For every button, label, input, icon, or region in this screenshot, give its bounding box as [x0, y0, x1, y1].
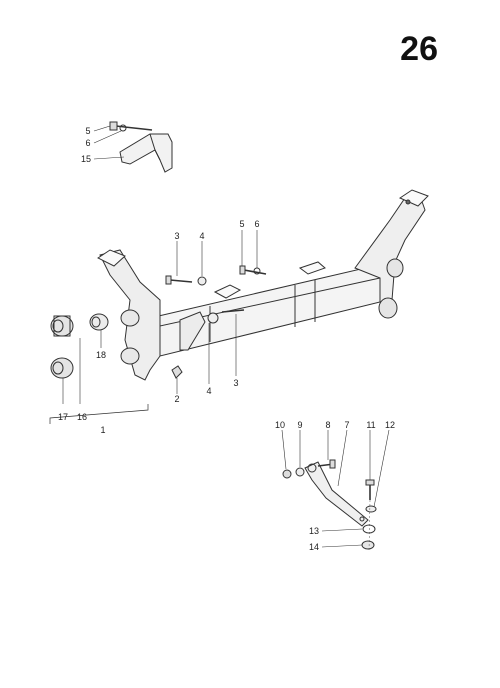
right-arm-bolt — [406, 200, 410, 204]
callout-10: 10 — [274, 420, 285, 430]
bracket-15 — [120, 134, 172, 172]
bolt-5-right-head — [240, 266, 245, 274]
leader-15 — [94, 157, 124, 159]
nut-2 — [172, 366, 182, 378]
callout-15: 15 — [80, 154, 91, 164]
top-mount-right — [300, 262, 325, 274]
leader-10 — [282, 430, 286, 469]
callout-14: 14 — [308, 542, 319, 552]
bushing-17-outer — [51, 358, 73, 378]
washer-6 — [120, 125, 126, 131]
bushing-17-inner — [53, 362, 63, 374]
leader-13 — [322, 529, 362, 531]
washer-9 — [296, 468, 304, 476]
callout-16: 16 — [76, 412, 87, 422]
ring-13 — [363, 525, 375, 533]
bolt-5-shank — [116, 126, 152, 130]
callout-2: 2 — [174, 394, 180, 404]
callout-4-upper: 4 — [199, 231, 205, 241]
callout-1: 1 — [100, 425, 106, 435]
lower-bolt-set — [172, 310, 244, 394]
nut-4-upper — [198, 277, 206, 285]
page-number: 26 — [400, 30, 438, 68]
callout-4-lower: 4 — [206, 386, 212, 396]
callout-12: 12 — [384, 420, 395, 430]
link-assembly — [282, 430, 389, 552]
callout-18: 18 — [95, 350, 106, 360]
leader-7 — [338, 430, 347, 486]
left-bushing-housing-lower — [121, 348, 139, 364]
bolt-5-head — [110, 122, 117, 130]
callout-3-upper: 3 — [174, 231, 180, 241]
leader-5 — [94, 126, 110, 131]
callout-9: 9 — [297, 420, 303, 430]
right-bushing-lower — [379, 298, 397, 318]
bushing-16-body — [54, 316, 70, 336]
bushing-18-outer — [90, 314, 108, 330]
right-arm-top — [400, 190, 428, 206]
bolt-3-lower — [222, 310, 244, 312]
nut-10 — [283, 470, 291, 478]
leader-14 — [322, 545, 362, 547]
callout-17: 17 — [57, 412, 68, 422]
left-bushing-housing-upper — [121, 310, 139, 326]
callout-13: 13 — [308, 526, 319, 536]
bushing-16-inner — [53, 320, 63, 332]
left-mount-top — [98, 250, 125, 266]
callout-3-lower: 3 — [233, 378, 239, 388]
washer-12 — [366, 506, 376, 512]
bracket-line-item-1 — [50, 404, 148, 424]
bolt-8-head — [330, 460, 335, 468]
callout-6: 6 — [85, 138, 91, 148]
callout-8: 8 — [325, 420, 331, 430]
bolt-5-right — [244, 270, 266, 274]
bolt-11-head — [366, 480, 374, 485]
leader-6 — [94, 131, 121, 143]
link-arm-7-eye — [308, 464, 316, 472]
callout-5-right: 5 — [239, 219, 245, 229]
callout-5: 5 — [85, 126, 91, 136]
small-bracket-assembly — [94, 122, 172, 172]
right-arm — [355, 196, 425, 302]
axle-beam-ribs — [210, 280, 315, 342]
upper-bolt-set — [166, 230, 266, 285]
leader-12 — [374, 430, 389, 507]
bushing-18-inner — [92, 317, 100, 327]
top-mount-center — [215, 285, 240, 298]
right-bushing-upper — [387, 259, 403, 277]
callout-7: 7 — [344, 420, 350, 430]
bolt-3-upper — [170, 280, 192, 282]
bracket-15-fold — [150, 134, 160, 160]
link-arm-7 — [305, 462, 368, 526]
loose-bushings — [50, 314, 148, 424]
axle-beam-assembly — [98, 190, 428, 380]
nut-14 — [362, 541, 374, 549]
front-link-arm — [180, 312, 205, 350]
centerline-12-14 — [369, 500, 370, 552]
link-arm-7-hole — [360, 517, 364, 521]
callout-6-right: 6 — [254, 219, 260, 229]
bolt-3-upper-head — [166, 276, 171, 284]
nut-4-lower — [208, 313, 218, 323]
callout-11: 11 — [366, 420, 376, 430]
